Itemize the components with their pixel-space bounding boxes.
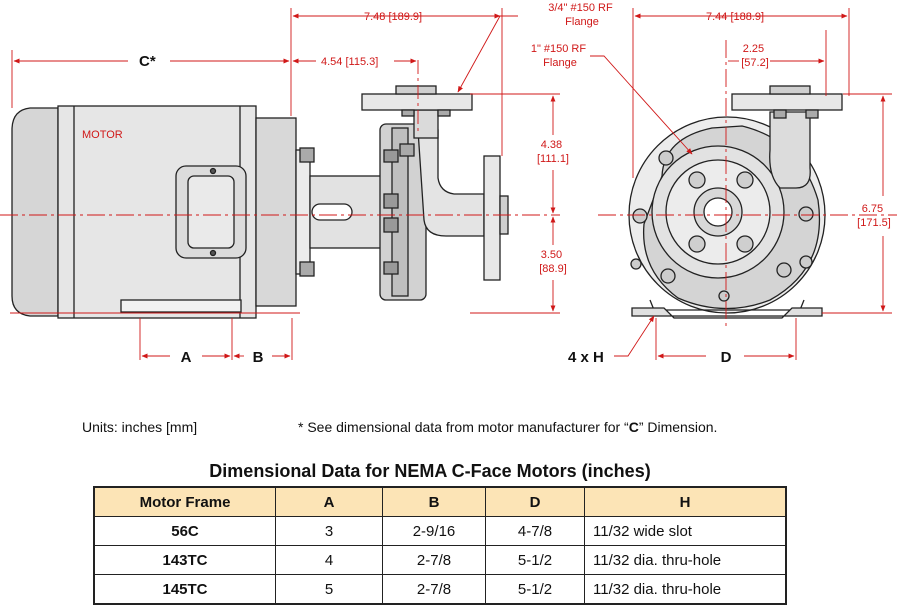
dimension-lines <box>0 8 897 360</box>
motor-foot <box>120 299 242 313</box>
technical-drawing: 7.48 [189.9] C* 4.54 [115.3] 4.38 [111.1… <box>0 2 897 366</box>
cell-h: 11/32 dia. thru-hole <box>584 574 787 605</box>
motor-label: MOTOR <box>82 129 123 141</box>
flange-offset-in: 2.25 <box>743 43 764 55</box>
discharge-flange <box>361 93 473 111</box>
dimension-labels: 7.48 [189.9] C* 4.54 [115.3] 4.38 [111.1… <box>82 2 891 366</box>
table-row: 145TC 5 2-7/8 5-1/2 11/32 dia. thru-hole <box>93 574 787 605</box>
dimension-table: Motor Frame A B D H 56C 3 2-9/16 4-7/8 1… <box>93 486 787 605</box>
front-foot <box>631 307 823 319</box>
center-height-mm: [88.9] <box>539 263 567 275</box>
cell-d: 5-1/2 <box>485 574 585 605</box>
h-dimension-label: 4 x H <box>568 349 604 366</box>
pump-length-label: 4.54 [115.3] <box>321 56 378 68</box>
table-header-row: Motor Frame A B D H <box>93 486 787 517</box>
cell-h: 11/32 wide slot <box>584 516 787 546</box>
overall-height-label: 6.75 [171.5] <box>857 203 891 229</box>
suction-flange-callout: 1" #150 RF Flange <box>531 43 589 69</box>
center-height-label: 3.50 [88.9] <box>539 249 567 275</box>
b-dimension-label: B <box>253 349 264 366</box>
front-width-label: 7.44 [188.9] <box>706 11 764 23</box>
cell-a: 3 <box>275 516 383 546</box>
cell-b: 2-7/8 <box>382 545 486 575</box>
header-d: D <box>485 486 585 517</box>
discharge-height-label: 4.38 [111.1] <box>537 139 569 165</box>
units-note: Units: inches [mm] <box>82 419 198 435</box>
cell-a: 5 <box>275 574 383 605</box>
c-dimension-note: * See dimensional data from motor manufa… <box>298 419 717 435</box>
cell-h: 11/32 dia. thru-hole <box>584 545 787 575</box>
motor-flange <box>255 117 297 307</box>
cell-d: 5-1/2 <box>485 545 585 575</box>
discharge-flange-callout: 3/4" #150 RF Flange <box>548 2 616 28</box>
cell-frame: 145TC <box>93 574 276 605</box>
front-view <box>628 85 843 319</box>
d-dimension-label: D <box>721 349 732 366</box>
discharge-height-in: 4.38 <box>541 139 562 151</box>
cell-d: 4-7/8 <box>485 516 585 546</box>
table-row: 143TC 4 2-7/8 5-1/2 11/32 dia. thru-hole <box>93 545 787 575</box>
flange-offset-label: 2.25 [57.2] <box>741 43 769 69</box>
cell-a: 4 <box>275 545 383 575</box>
header-h: H <box>584 486 787 517</box>
front-discharge-flange <box>731 93 843 111</box>
header-a: A <box>275 486 383 517</box>
table-row: 56C 3 2-9/16 4-7/8 11/32 wide slot <box>93 516 787 546</box>
c-note-suffix: ” Dimension. <box>638 419 718 435</box>
table-title: Dimensional Data for NEMA C-Face Motors … <box>209 461 651 481</box>
cell-frame: 143TC <box>93 545 276 575</box>
cell-b: 2-9/16 <box>382 516 486 546</box>
cell-frame: 56C <box>93 516 276 546</box>
suction-flange <box>483 155 501 281</box>
header-b: B <box>382 486 486 517</box>
front-discharge-neck <box>769 111 811 189</box>
overall-height-mm: [171.5] <box>857 217 891 229</box>
c-note-letter: C <box>628 419 639 435</box>
overall-height-in: 6.75 <box>862 203 883 215</box>
center-height-in: 3.50 <box>541 249 562 261</box>
discharge-height-mm: [111.1] <box>537 153 569 165</box>
a-dimension-label: A <box>181 349 192 366</box>
motor-end-cap <box>11 107 59 317</box>
volute <box>417 129 485 237</box>
overall-length-label: 7.48 [189.9] <box>364 11 422 23</box>
side-view <box>11 85 509 319</box>
c-dimension-label: C* <box>139 53 156 70</box>
c-note-prefix: * See dimensional data from motor manufa… <box>298 419 629 435</box>
header-motor-frame: Motor Frame <box>93 486 276 517</box>
cell-b: 2-7/8 <box>382 574 486 605</box>
flange-offset-mm: [57.2] <box>741 57 769 69</box>
